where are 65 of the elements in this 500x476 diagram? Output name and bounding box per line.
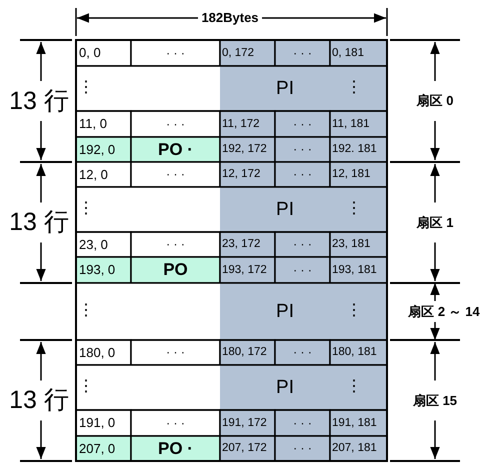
row-count-label: 13 行 <box>9 387 69 414</box>
ellipsis-mark: · · · <box>166 46 185 60</box>
cell-text: 12, 172 <box>222 168 260 181</box>
cell-text: 191, 181 <box>332 416 377 430</box>
ellipsis-mark: · · · <box>293 118 312 130</box>
cell-text: 0, 181 <box>332 46 364 60</box>
vertical-ellipsis: ⋮ <box>346 379 362 396</box>
ellipsis-mark: · · · <box>293 442 312 455</box>
cell-text: 192. 181 <box>332 143 377 156</box>
ellipsis-mark: · · · <box>293 416 312 430</box>
cell-text: 207, 172 <box>222 442 267 455</box>
cell-text: 193, 172 <box>222 264 267 276</box>
cell-text: 192, 0 <box>79 142 116 156</box>
cell-text: 180, 172 <box>222 346 267 359</box>
sector-label: 扇区 1 <box>416 216 454 230</box>
cell-text: 191, 172 <box>222 416 267 430</box>
ellipsis-mark: · · · <box>293 168 312 181</box>
cell-text: 191, 0 <box>79 416 116 430</box>
vertical-ellipsis: ⋮ <box>78 303 94 320</box>
cell-text: 180, 181 <box>332 346 377 359</box>
ellipsis-mark: · · · <box>166 238 185 251</box>
cell-text: 11, 172 <box>222 118 260 130</box>
cell-text: 180, 0 <box>79 346 116 360</box>
ellipsis-mark: · · · <box>293 346 312 359</box>
vertical-ellipsis: ⋮ <box>346 201 362 218</box>
cell-text: 12, 181 <box>332 168 370 181</box>
ellipsis-mark: · · · <box>293 46 312 60</box>
po-label: PO <box>163 261 188 279</box>
vertical-ellipsis: ⋮ <box>346 303 362 320</box>
sector-label: 扇区 15 <box>412 394 458 408</box>
cell-text: 207, 0 <box>79 442 116 456</box>
row-count-label: 13 行 <box>9 88 69 114</box>
cell-text: 12, 0 <box>79 168 108 182</box>
ellipsis-mark: · · · <box>293 238 312 251</box>
ellipsis-mark: · · · <box>166 346 185 359</box>
vertical-ellipsis: ⋮ <box>346 80 362 97</box>
vertical-ellipsis: ⋮ <box>78 201 94 218</box>
cell-text: 11, 181 <box>332 118 370 130</box>
ellipsis-mark: · · · <box>166 168 185 181</box>
cell-text: 11, 0 <box>79 117 107 131</box>
vertical-ellipsis: ⋮ <box>78 80 94 97</box>
pi-label: PI <box>276 200 294 220</box>
row-count-label: 13 行 <box>9 209 69 236</box>
cell-text: 193, 181 <box>332 264 377 276</box>
cell-text: 23, 172 <box>222 238 260 251</box>
dimension-label: 182Bytes <box>198 11 262 25</box>
sector-label: 扇区 2 ～ 14 <box>408 305 480 319</box>
ellipsis-mark: · · · <box>166 416 185 430</box>
cell-text: 0, 172 <box>222 46 254 60</box>
ellipsis-mark: · · · <box>293 264 312 276</box>
cell-text: 193, 0 <box>79 263 116 277</box>
cell-text: 23, 181 <box>332 238 370 251</box>
ellipsis-mark: · · · <box>166 118 185 130</box>
po-label: PO · <box>158 140 193 158</box>
vertical-ellipsis: ⋮ <box>78 379 94 396</box>
ellipsis-mark: · · · <box>293 143 312 156</box>
pi-label: PI <box>276 78 294 98</box>
cell-text: 0, 0 <box>79 46 101 60</box>
cell-text: 207, 181 <box>332 442 377 455</box>
pi-label: PI <box>276 378 294 398</box>
pi-label: PI <box>276 302 294 322</box>
po-label: PO · <box>158 440 193 458</box>
cell-text: 192, 172 <box>222 143 267 156</box>
cell-text: 23, 0 <box>79 238 108 252</box>
sector-label: 扇区 0 <box>416 94 454 108</box>
